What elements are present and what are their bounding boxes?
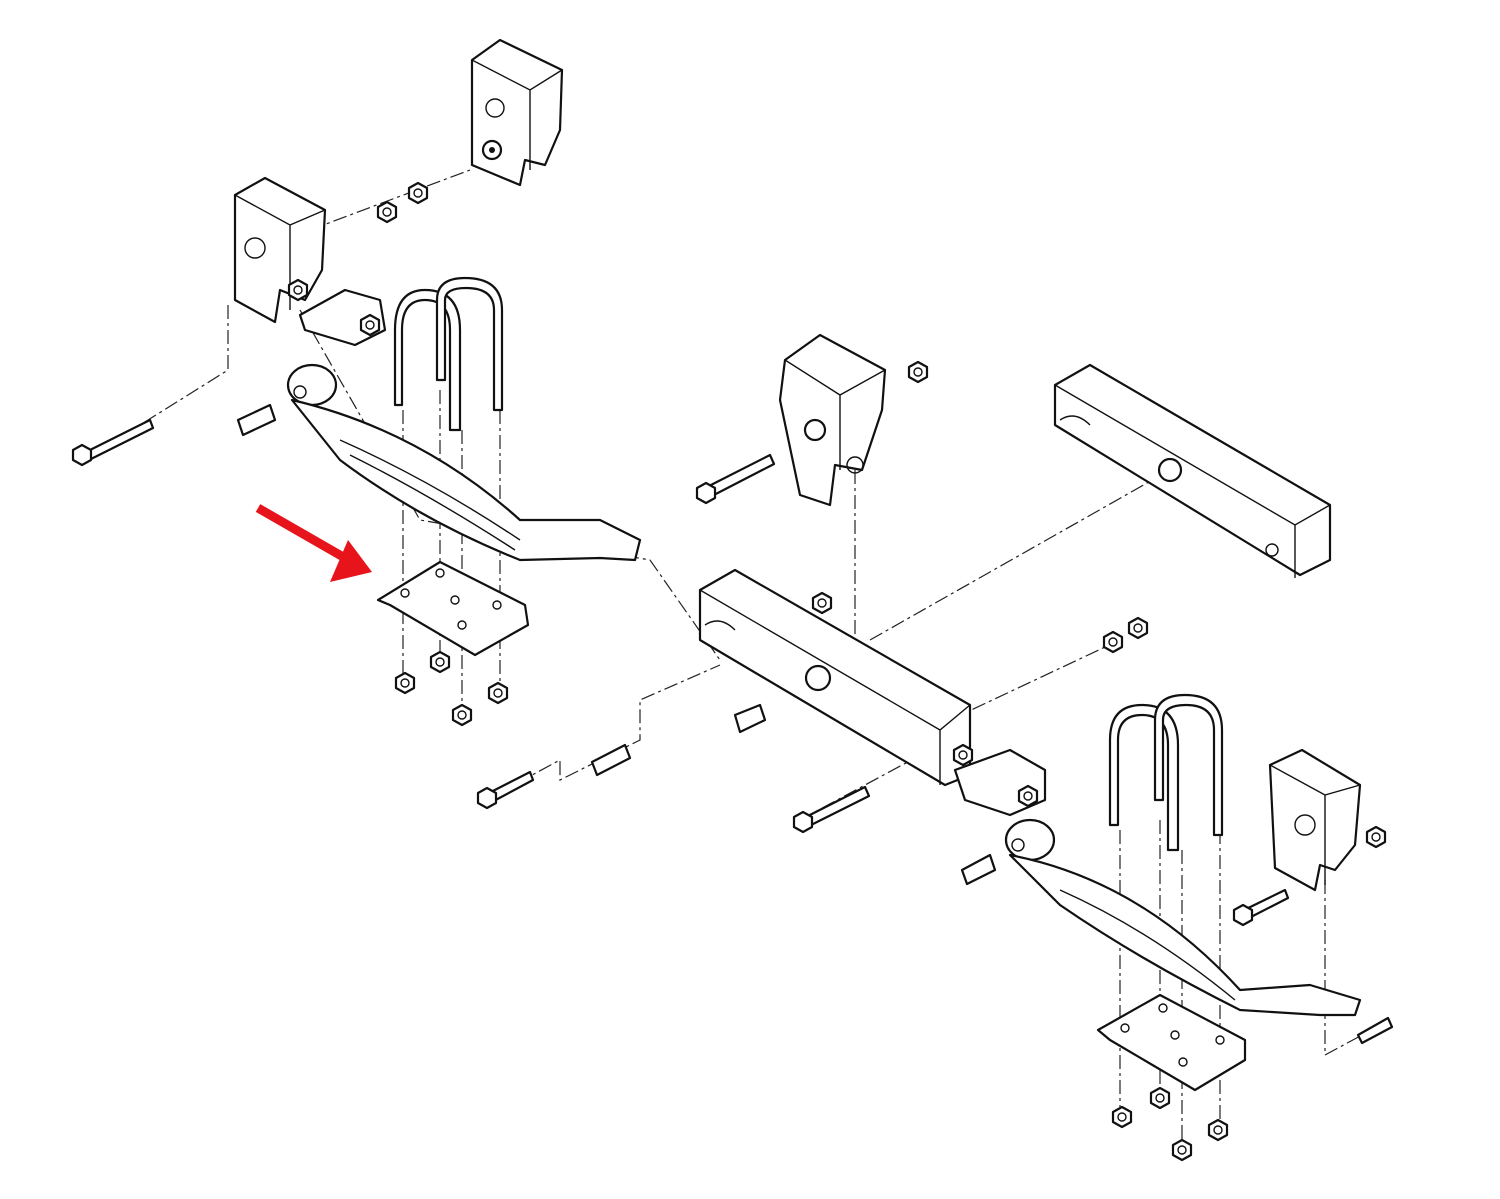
center-hanger <box>695 333 929 507</box>
spring-seat-plate <box>1096 993 1247 1092</box>
spring-seat-plate <box>376 560 530 657</box>
bolt <box>476 743 871 834</box>
rear-hanger <box>1232 748 1387 927</box>
hex-nut <box>394 650 509 727</box>
equalizer <box>698 568 972 787</box>
equalizer <box>1053 363 1332 578</box>
hex-nut <box>376 181 429 224</box>
rear-hanger-top <box>470 38 564 187</box>
front-hanger <box>233 176 327 324</box>
leaf-spring-right <box>960 818 1394 1045</box>
shackle-link <box>952 743 1047 817</box>
u-bolt <box>1108 693 1224 852</box>
shackle-link <box>298 288 387 347</box>
u-bolt <box>393 276 504 432</box>
hex-nut <box>1111 1086 1229 1162</box>
leaf-spring-left <box>71 363 642 562</box>
callout-arrow <box>255 504 372 582</box>
